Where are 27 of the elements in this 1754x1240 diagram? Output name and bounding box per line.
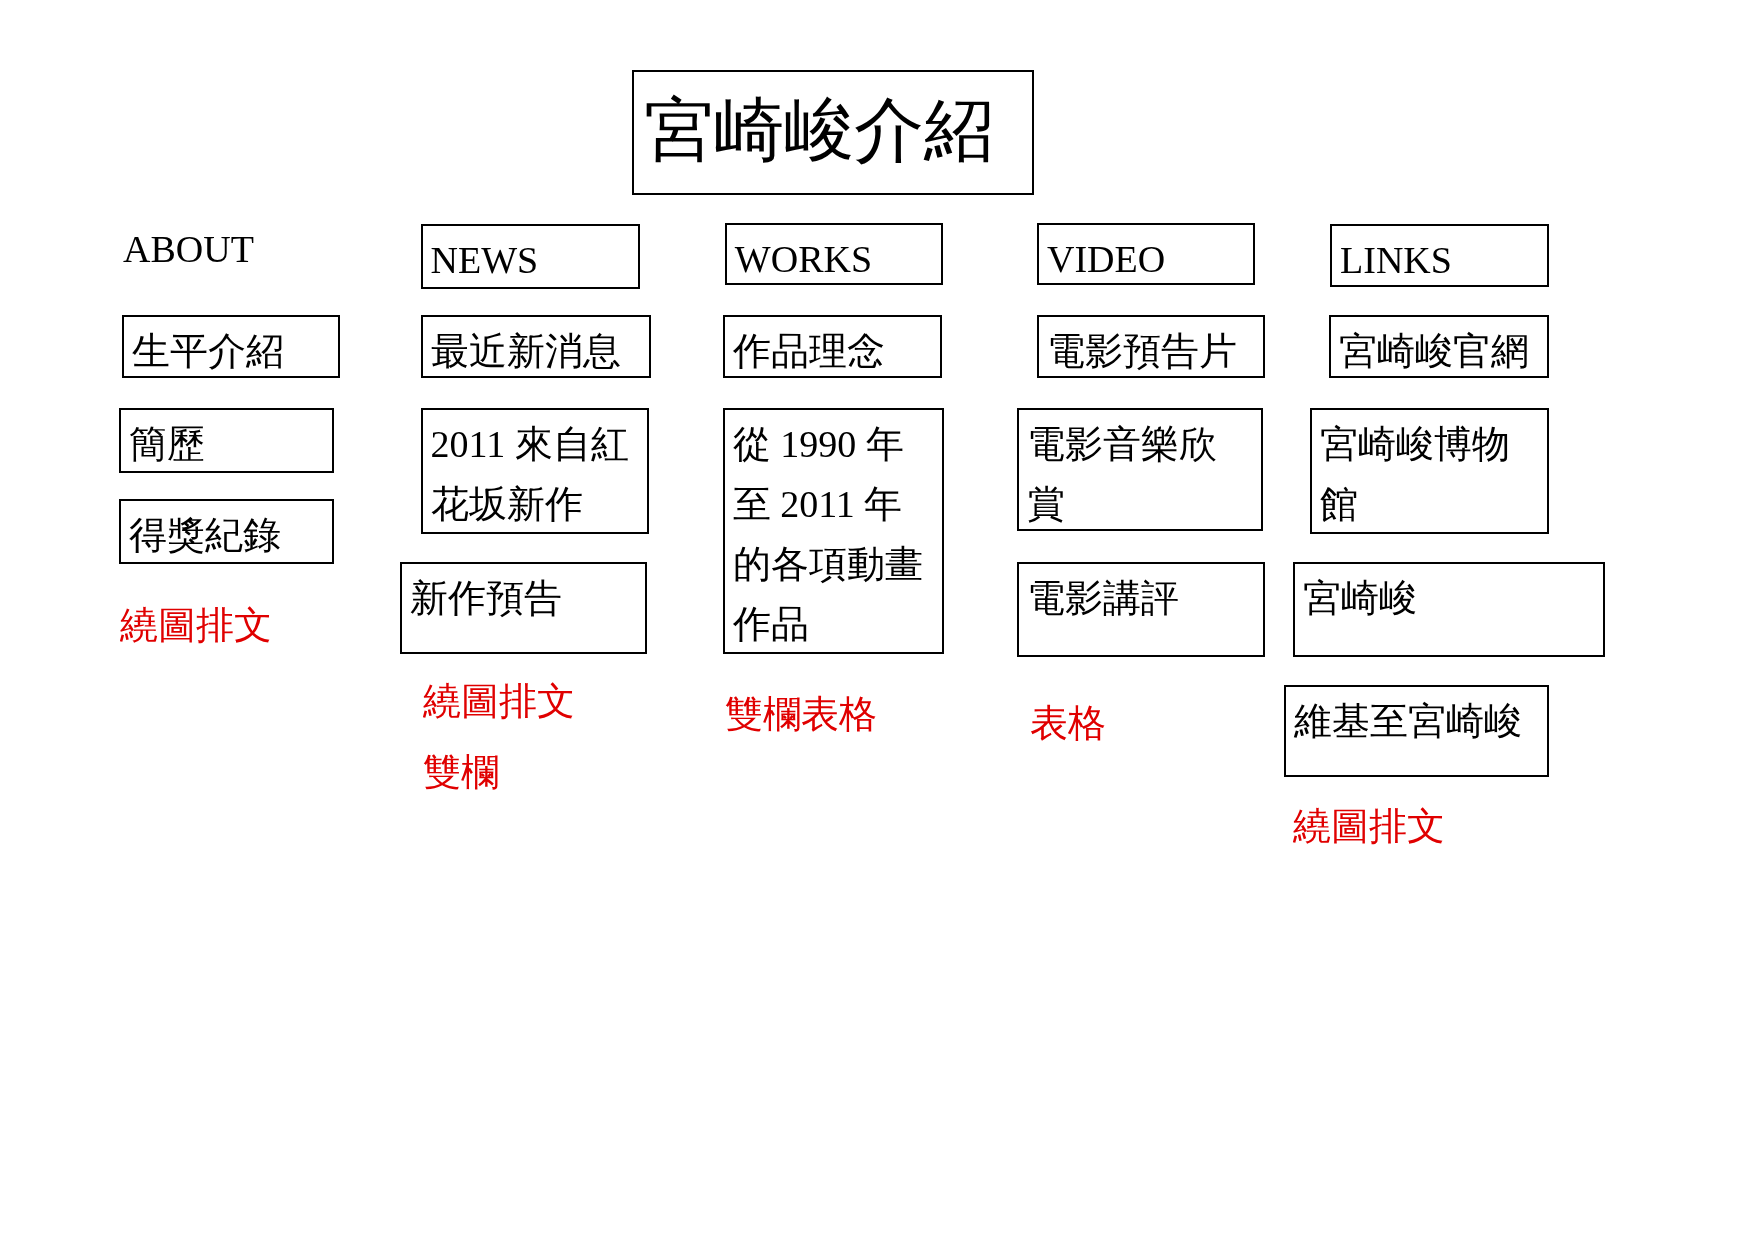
note-text: 雙欄表格 <box>724 692 877 738</box>
page-box: 電影講評 <box>1016 561 1266 657</box>
page-box: 得獎紀錄 <box>118 498 335 564</box>
column-heading: ABOUT <box>123 227 254 272</box>
page-box: 電影音樂欣賞 <box>1016 408 1263 532</box>
note-text: 雙欄 <box>422 750 499 796</box>
page-box: 宮崎峻博物館 <box>1309 408 1550 534</box>
page-box: 維基至宮崎峻 <box>1284 684 1550 778</box>
note-text: 繞圖排文 <box>422 678 575 724</box>
page-box: NEWS <box>420 223 640 289</box>
page-box: 宮崎峻 <box>1293 561 1606 657</box>
note-text: 表格 <box>1030 701 1107 746</box>
note-text: 繞圖排文 <box>119 602 272 648</box>
title-box: 宮崎峻介紹 <box>632 70 1034 195</box>
page-box: WORKS <box>724 222 943 286</box>
page-box: VIDEO <box>1036 222 1256 286</box>
page-box: LINKS <box>1330 223 1550 288</box>
page-box: 從 1990 年至 2011 年的各項動畫作品 <box>722 408 945 655</box>
page-box: 電影預告片 <box>1036 315 1266 379</box>
page-box: 最近新消息 <box>420 315 651 379</box>
page-box: 2011 來自紅花坂新作 <box>420 408 649 534</box>
note-text: 繞圖排文 <box>1293 803 1446 849</box>
page-box: 新作預告 <box>400 561 647 655</box>
page-box: 宮崎峻官網 <box>1328 315 1550 379</box>
page-box: 生平介紹 <box>121 315 341 379</box>
page-box: 作品理念 <box>722 315 942 379</box>
page-box: 簡歷 <box>118 408 335 474</box>
